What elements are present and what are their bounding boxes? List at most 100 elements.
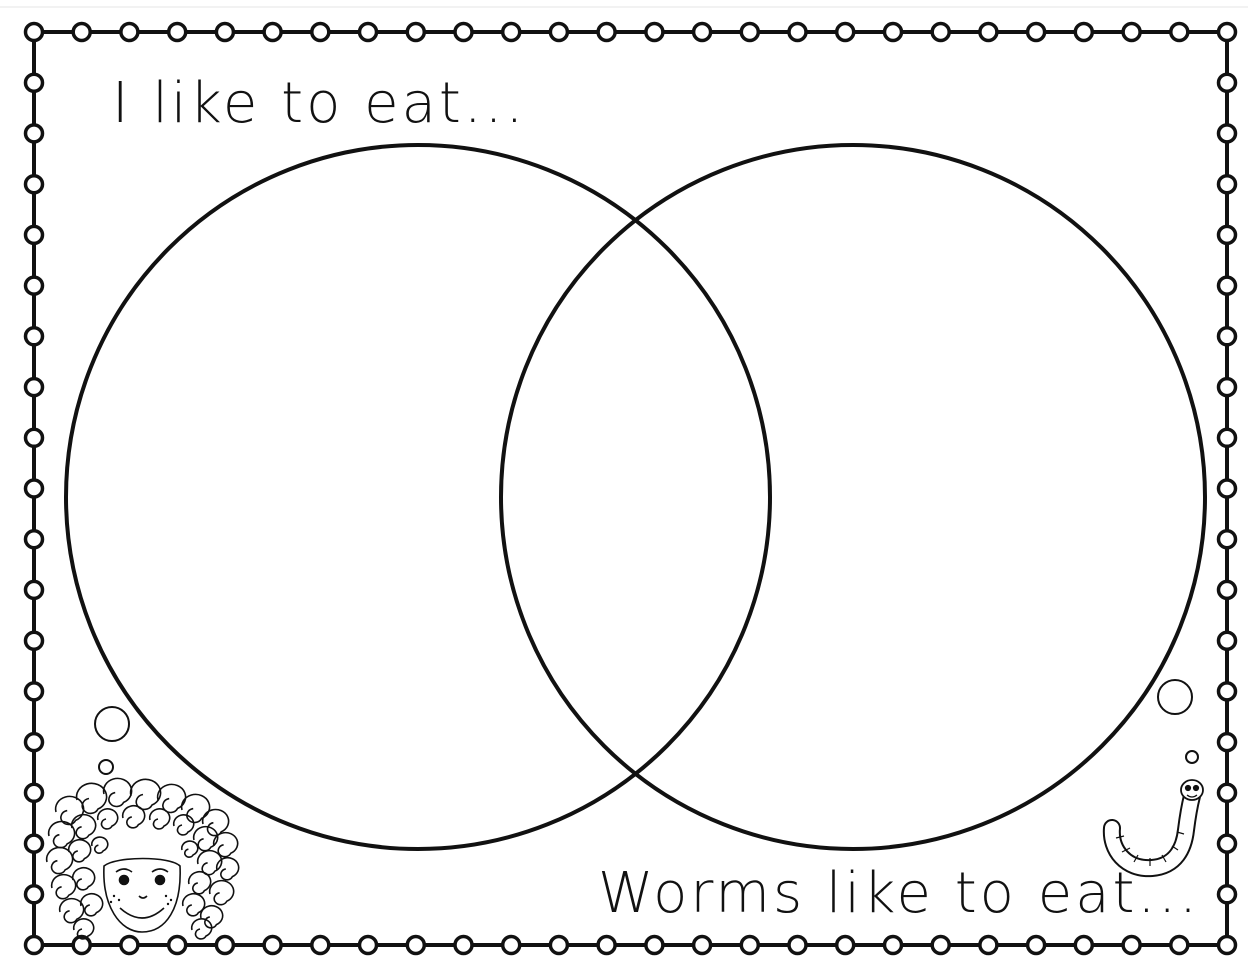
border-ring: [932, 937, 949, 954]
child-left-eye: [120, 876, 129, 885]
hair-curl: [192, 919, 212, 939]
bubble-large-left: [95, 707, 129, 741]
hair-curl: [77, 783, 107, 813]
border-ring: [26, 24, 43, 41]
bottom-label: Worms like to eat...: [598, 861, 1200, 926]
worm-body-fill: [1112, 796, 1192, 868]
border-ring: [1219, 226, 1236, 243]
border-ring: [121, 24, 138, 41]
child-right-eye: [156, 876, 165, 885]
border-ring: [26, 226, 43, 243]
border-ring: [26, 379, 43, 396]
bubbles-right: [1158, 680, 1198, 763]
border-ring: [1219, 328, 1236, 345]
border-ring: [216, 24, 233, 41]
bubbles-left: [95, 707, 129, 774]
hair-curl: [104, 778, 132, 806]
border-ring: [789, 24, 806, 41]
border-ring: [360, 937, 377, 954]
border-ring: [407, 937, 424, 954]
border-frame-line: [34, 32, 1227, 945]
hair-curl: [150, 809, 170, 829]
border-ring: [26, 683, 43, 700]
border-ring: [1219, 125, 1236, 142]
border-ring: [1219, 176, 1236, 193]
border-ring: [169, 24, 186, 41]
border-ring: [26, 176, 43, 193]
border-ring: [1219, 784, 1236, 801]
border-ring: [1075, 937, 1092, 954]
border-ring: [1219, 581, 1236, 598]
border-ring: [1219, 937, 1236, 954]
border-ring: [1219, 886, 1236, 903]
border-ring: [1075, 24, 1092, 41]
border-ring: [1219, 24, 1236, 41]
border-ring: [26, 277, 43, 294]
border-ring: [1123, 24, 1140, 41]
border-ring: [1219, 734, 1236, 751]
border-ring: [885, 24, 902, 41]
venn-diagram: [66, 145, 1205, 849]
border-ring: [312, 937, 329, 954]
bubble-small-right: [1186, 751, 1198, 763]
border-ring: [1219, 531, 1236, 548]
hair-curl: [92, 837, 108, 853]
border-ring: [980, 24, 997, 41]
border-ring: [26, 835, 43, 852]
border-ring: [26, 581, 43, 598]
border-ring: [26, 480, 43, 497]
border-ring: [264, 24, 281, 41]
border-ring: [598, 24, 615, 41]
border-ring: [932, 24, 949, 41]
border-ring: [26, 429, 43, 446]
border-ring: [455, 24, 472, 41]
border-ring: [1219, 379, 1236, 396]
worm-right-eye: [1194, 786, 1198, 790]
border-ring: [73, 24, 90, 41]
hair-curl: [56, 796, 84, 824]
border-ring: [1219, 480, 1236, 497]
border-ring: [1171, 937, 1188, 954]
border-ring: [1219, 683, 1236, 700]
border-ring: [1028, 24, 1045, 41]
border-ring: [1123, 937, 1140, 954]
border-ring: [550, 24, 567, 41]
border-ring: [312, 24, 329, 41]
border-ring: [26, 328, 43, 345]
border-ring: [789, 937, 806, 954]
border-ring: [837, 937, 854, 954]
border-ring: [407, 24, 424, 41]
border-ring: [121, 937, 138, 954]
border-ring: [169, 937, 186, 954]
border-ring: [598, 937, 615, 954]
border-ring: [26, 632, 43, 649]
hair-curl: [182, 841, 198, 857]
border-ring: [26, 784, 43, 801]
child-face-outline: [104, 859, 180, 933]
border-ring: [26, 125, 43, 142]
border-ring: [26, 74, 43, 91]
border-ring: [264, 937, 281, 954]
bubble-small-left: [99, 760, 113, 774]
border-ring: [26, 734, 43, 751]
border-ring: [1219, 835, 1236, 852]
venn-circle-left: [66, 145, 770, 849]
border-ring: [1219, 74, 1236, 91]
border-ring: [26, 531, 43, 548]
border-ring: [216, 937, 233, 954]
border-ring: [646, 24, 663, 41]
hair-curl: [217, 858, 239, 880]
worm-left-eye: [1186, 786, 1190, 790]
border-ring: [1028, 937, 1045, 954]
border-ring: [1219, 632, 1236, 649]
border-ring: [885, 937, 902, 954]
border-ring: [646, 937, 663, 954]
border-ring: [741, 937, 758, 954]
border-ring: [694, 24, 711, 41]
border-ring: [741, 24, 758, 41]
border-ring: [550, 937, 567, 954]
border-ring: [26, 937, 43, 954]
border-ring: [837, 24, 854, 41]
hair-curl: [174, 815, 194, 835]
